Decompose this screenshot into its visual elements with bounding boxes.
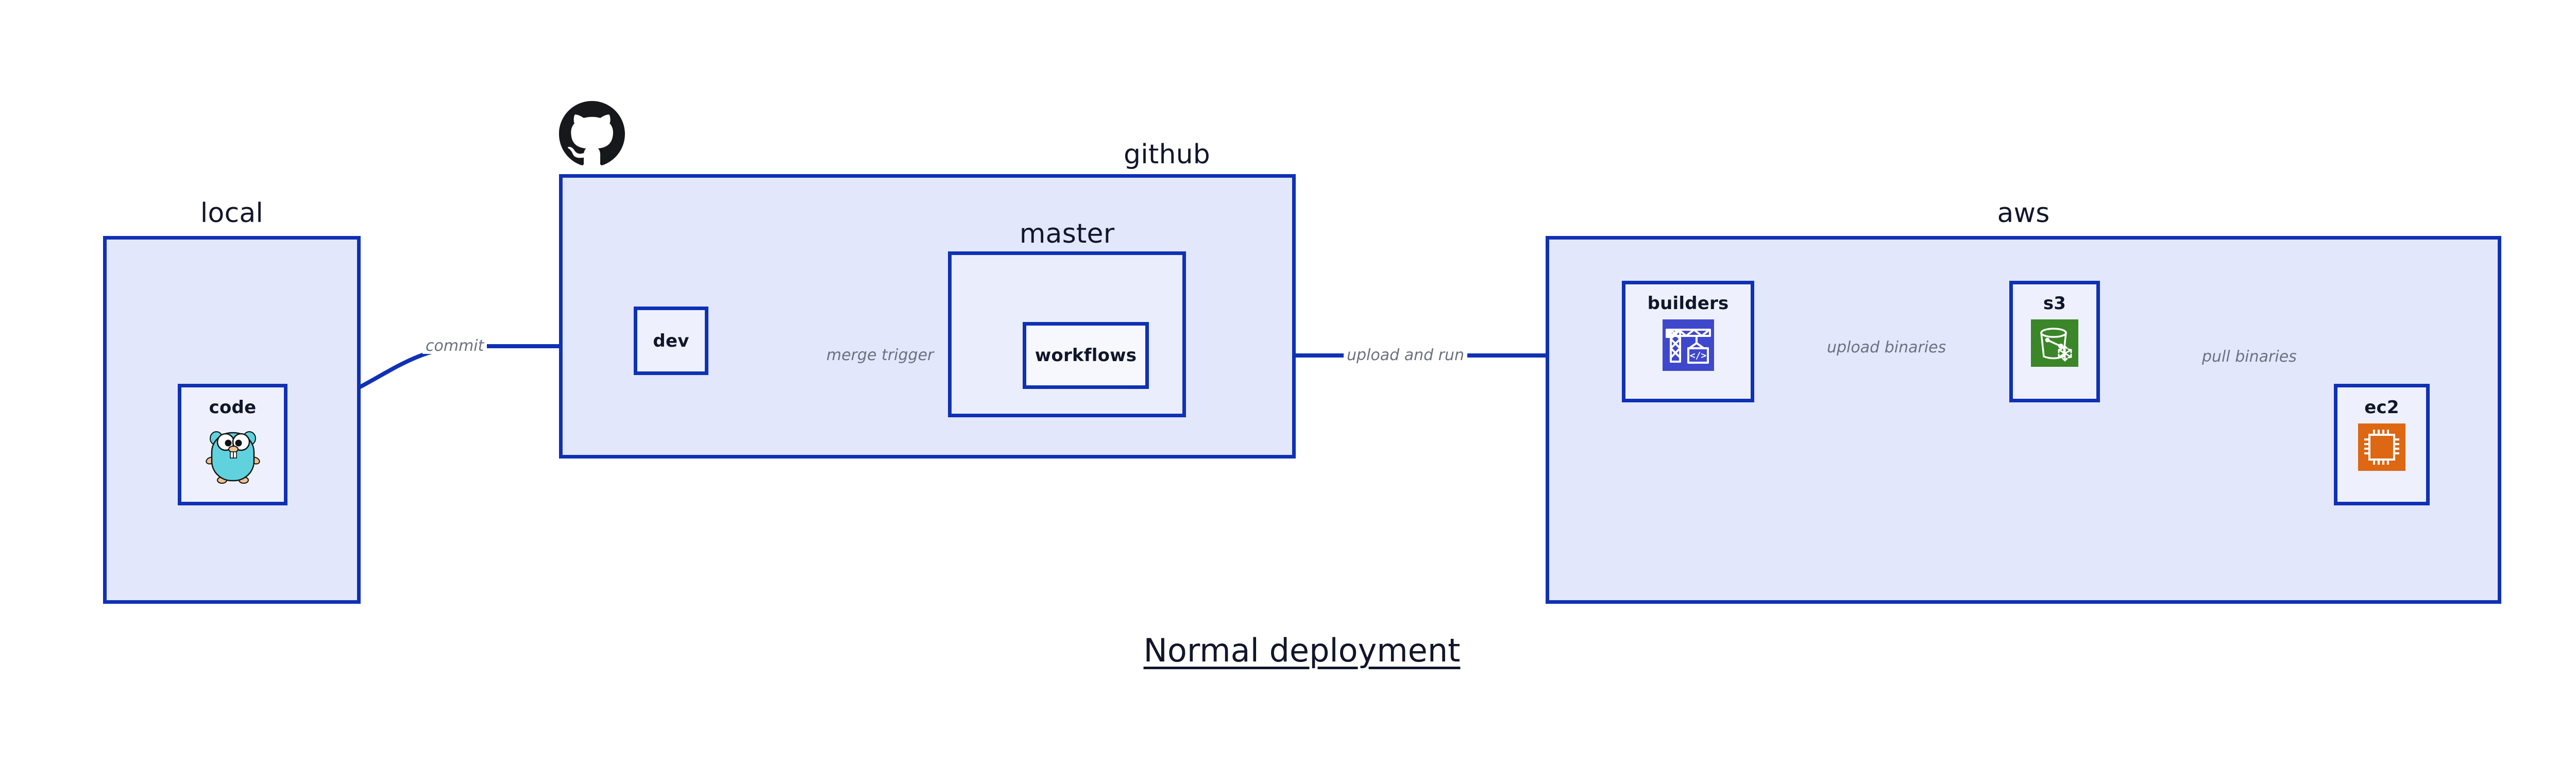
aws-s3-glacier-icon: [2031, 319, 2078, 369]
edge-label-commit: commit: [422, 338, 487, 354]
diagram-title: Normal deployment: [1143, 632, 1461, 669]
node-s3[interactable]: s3: [2009, 281, 2100, 402]
node-label-ec2: ec2: [2364, 397, 2399, 418]
go-gopher-icon: [205, 423, 261, 486]
github-octocat-icon: [559, 101, 625, 167]
group-label-local: local: [200, 198, 264, 229]
node-label-code: code: [209, 397, 257, 418]
node-builders[interactable]: builders <: [1622, 281, 1754, 402]
node-label-workflows: workflows: [1035, 345, 1137, 366]
group-label-aws: aws: [1997, 198, 2050, 229]
node-code[interactable]: code: [178, 384, 287, 505]
edge-label-upload-binaries: upload binaries: [1824, 340, 1950, 355]
svg-text:</>: </>: [1689, 350, 1706, 361]
edge-label-pull-binaries: pull binaries: [2199, 349, 2300, 365]
group-label-master: master: [1019, 218, 1115, 249]
group-label-github: github: [1124, 139, 1210, 170]
node-label-s3: s3: [2043, 293, 2066, 314]
node-label-dev: dev: [653, 330, 689, 351]
aws-codebuild-icon: </>: [1662, 319, 1714, 373]
node-ec2[interactable]: ec2: [2334, 384, 2430, 505]
node-dev[interactable]: dev: [634, 307, 708, 375]
node-label-builders: builders: [1647, 293, 1729, 314]
edge-label-merge-trigger: merge trigger: [823, 348, 937, 363]
node-workflows[interactable]: workflows: [1023, 322, 1149, 389]
edge-label-upload-and-run: upload and run: [1344, 348, 1468, 363]
aws-ec2-icon: [2358, 423, 2405, 473]
